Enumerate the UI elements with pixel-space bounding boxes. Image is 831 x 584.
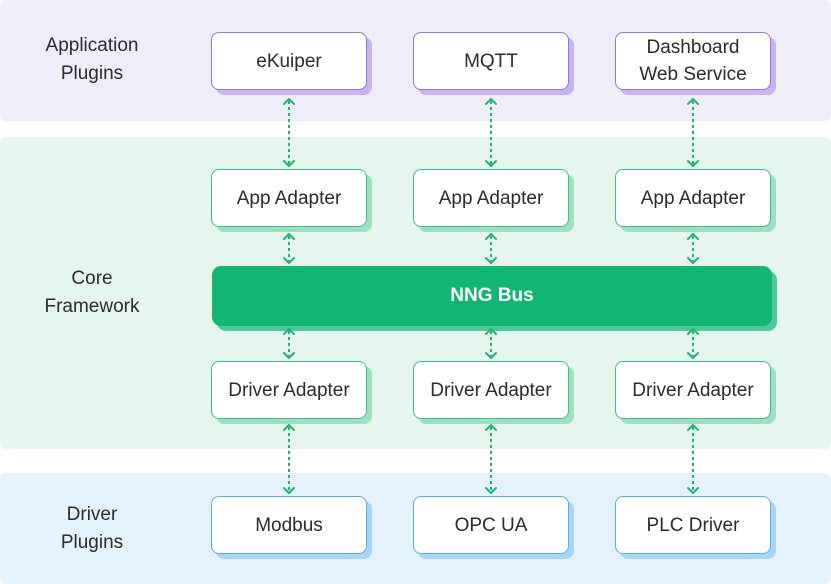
driver-adapter: Driver Adapter <box>413 361 569 419</box>
arrowhead-up-icon <box>687 233 699 240</box>
arrowhead-up-icon <box>485 328 497 335</box>
application-plugins-label: Application Plugins <box>45 35 139 84</box>
driver-adapter: Driver Adapter <box>615 361 771 419</box>
arrowhead-down-icon <box>283 487 295 494</box>
arrowhead-up-icon <box>687 424 699 431</box>
arrowhead-down-icon <box>687 487 699 494</box>
arrowhead-up-icon <box>485 233 497 240</box>
app-adapter: App Adapter <box>615 169 771 227</box>
plugin-dashboard-web-service: Dashboard Web Service <box>615 32 771 90</box>
driver-plugins-label: Driver Plugins <box>60 504 124 553</box>
plugin-modbus: Modbus <box>211 496 367 554</box>
arrowhead-down-icon <box>687 160 699 167</box>
core-framework-label: Core Framework <box>44 268 140 317</box>
plugin-opc-ua: OPC UA <box>413 496 569 554</box>
arrowhead-up-icon <box>485 424 497 431</box>
arrowhead-up-icon <box>283 424 295 431</box>
arrowhead-down-icon <box>687 257 699 264</box>
plugin-mqtt: MQTT <box>413 32 569 90</box>
app-adapter: App Adapter <box>211 169 367 227</box>
arrowhead-down-icon <box>283 352 295 359</box>
arrowhead-down-icon <box>485 352 497 359</box>
app-adapter: App Adapter <box>413 169 569 227</box>
arrowhead-down-icon <box>283 257 295 264</box>
plugin-ekuiper: eKuiper <box>211 32 367 90</box>
arrowhead-up-icon <box>283 98 295 105</box>
arrowhead-down-icon <box>283 160 295 167</box>
arrowhead-down-icon <box>485 257 497 264</box>
arrowhead-down-icon <box>485 160 497 167</box>
arrowhead-up-icon <box>687 328 699 335</box>
arrowhead-up-icon <box>485 98 497 105</box>
plugin-plc-driver: PLC Driver <box>615 496 771 554</box>
arrowhead-up-icon <box>687 98 699 105</box>
arrowhead-down-icon <box>687 352 699 359</box>
driver-adapter: Driver Adapter <box>211 361 367 419</box>
arrowhead-up-icon <box>283 233 295 240</box>
nng-bus: NNG Bus <box>212 266 772 326</box>
arrowhead-up-icon <box>283 328 295 335</box>
arrowhead-down-icon <box>485 487 497 494</box>
